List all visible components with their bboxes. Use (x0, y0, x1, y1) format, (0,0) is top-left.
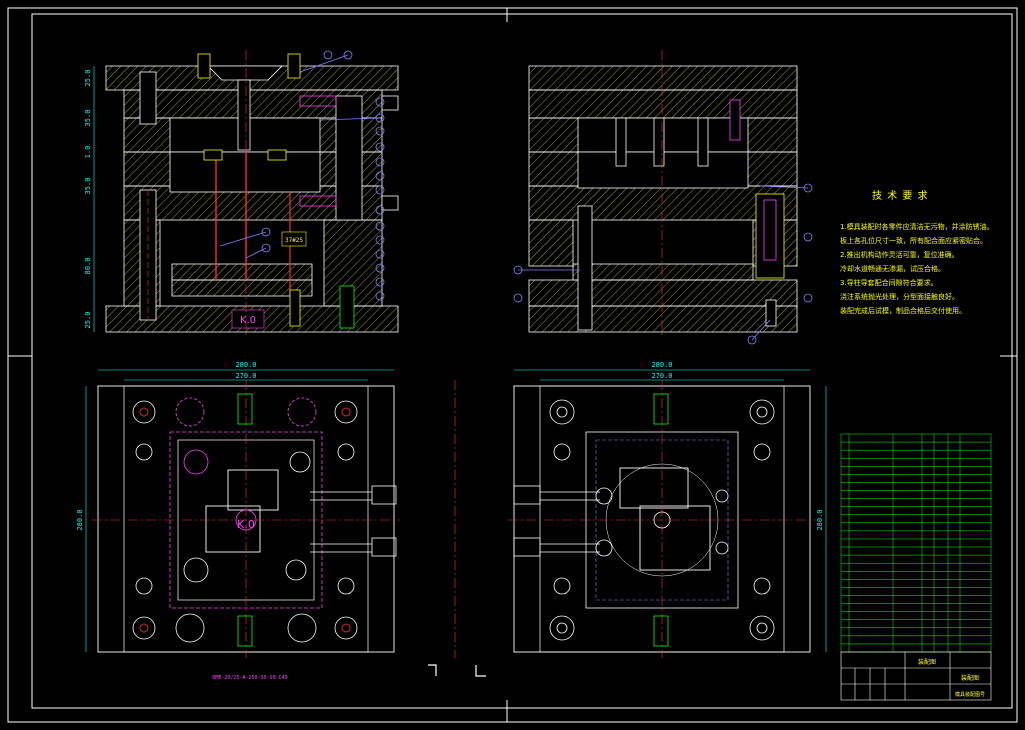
tech-requirement-line: 2.推出机构动作灵活可靠，复位准确。 (840, 251, 959, 259)
tech-requirements-title: 技 术 要 求 (872, 191, 929, 202)
dim-b-plate: 35.0 (84, 178, 92, 195)
drawing-frame (7, 7, 1018, 723)
top-width-inner: 270.0 (235, 372, 256, 380)
front-part-label-2: K.0 (240, 315, 256, 326)
top-width-outer: 280.0 (235, 361, 256, 369)
title-block-cell-c: 模具装配图号 (955, 691, 985, 698)
dim-bottom-clamp: 25.0 (84, 312, 92, 329)
moving-half-plan-view: K.0 280.0 270.0 280.0 (76, 361, 400, 658)
mold-base-note: DME-20/25-A-250-S0-S0-C40 (212, 675, 287, 681)
fixed-half-plan-view: 280.0 270.0 280.0 (508, 361, 827, 658)
tech-requirement-line: 板上各孔位尺寸一致，所有配合面应紧密贴合。 (840, 237, 987, 245)
dim-spacer: 80.0 (84, 258, 92, 275)
dim-top-clamp: 25.0 (84, 70, 92, 87)
dim-parting: 1.0 (84, 146, 92, 159)
front-part-label-1: 37#25 (285, 237, 303, 244)
tech-requirement-line: 冷却水道畅通无渗漏，试压合格。 (840, 265, 945, 273)
bottom-width-inner: 270.0 (651, 372, 672, 380)
front-section-view: 37#25 K.0 25.0 35.0 1.0 35.0 80.0 25.0 (84, 50, 399, 336)
side-section-view (513, 50, 813, 345)
tech-requirement-line: 浇注系统抛光处理，分型面接触良好。 (840, 293, 959, 301)
top-part-label: K.0 (237, 518, 255, 531)
title-block-cell-a: 装配图 (918, 658, 936, 666)
tech-requirement-line: 3.导柱导套配合间隙符合要求。 (840, 279, 938, 287)
tech-requirement-line: 装配完成后试模，制品合格后交付使用。 (840, 307, 966, 315)
top-height: 280.0 (76, 509, 84, 530)
title-block-cell-b: 装配图 (961, 674, 979, 682)
dim-a-plate: 35.0 (84, 110, 92, 127)
parts-list-table (840, 433, 992, 653)
title-block (840, 651, 992, 701)
bottom-height: 280.0 (816, 509, 824, 530)
bottom-width-outer: 280.0 (651, 361, 672, 369)
front-left-dimensions: 25.0 35.0 1.0 35.0 80.0 25.0 (84, 70, 92, 329)
tech-requirement-line: 1.模具装配时各零件应清洁无污物，并涂防锈油。 (840, 223, 994, 231)
front-callouts (219, 50, 385, 301)
section-symbols (428, 664, 486, 677)
